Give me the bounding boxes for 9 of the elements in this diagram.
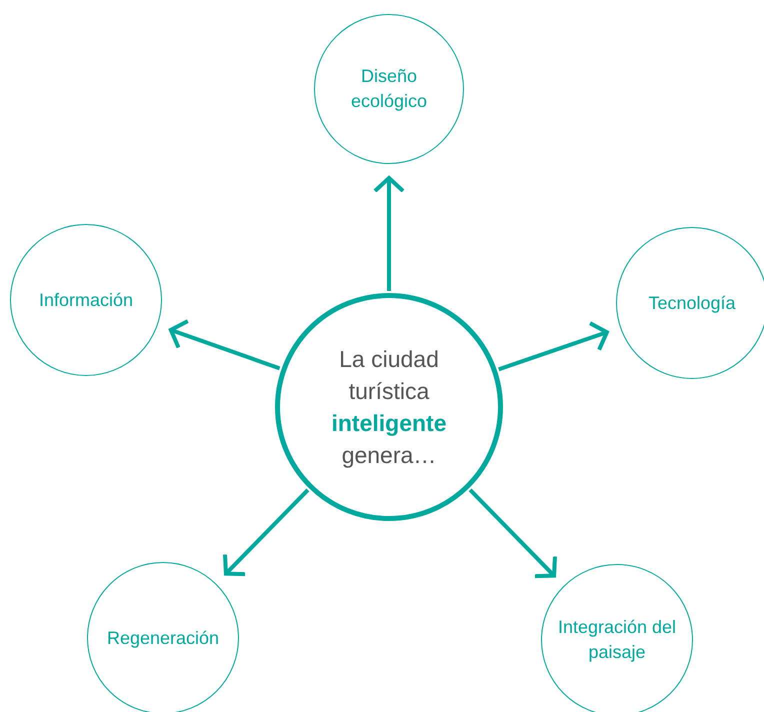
arrow (373, 176, 405, 291)
topic-label: Diseño ecológico (350, 65, 428, 113)
topic-label: Regeneración (106, 626, 220, 650)
topic-label: Integración del paisaje (557, 616, 677, 664)
arrow (468, 488, 557, 578)
central-label: La ciudad turística inteligente genera… (330, 345, 448, 470)
topic-label: Información (38, 288, 134, 312)
arrow (223, 488, 310, 576)
topic-label: Tecnología (647, 292, 737, 315)
